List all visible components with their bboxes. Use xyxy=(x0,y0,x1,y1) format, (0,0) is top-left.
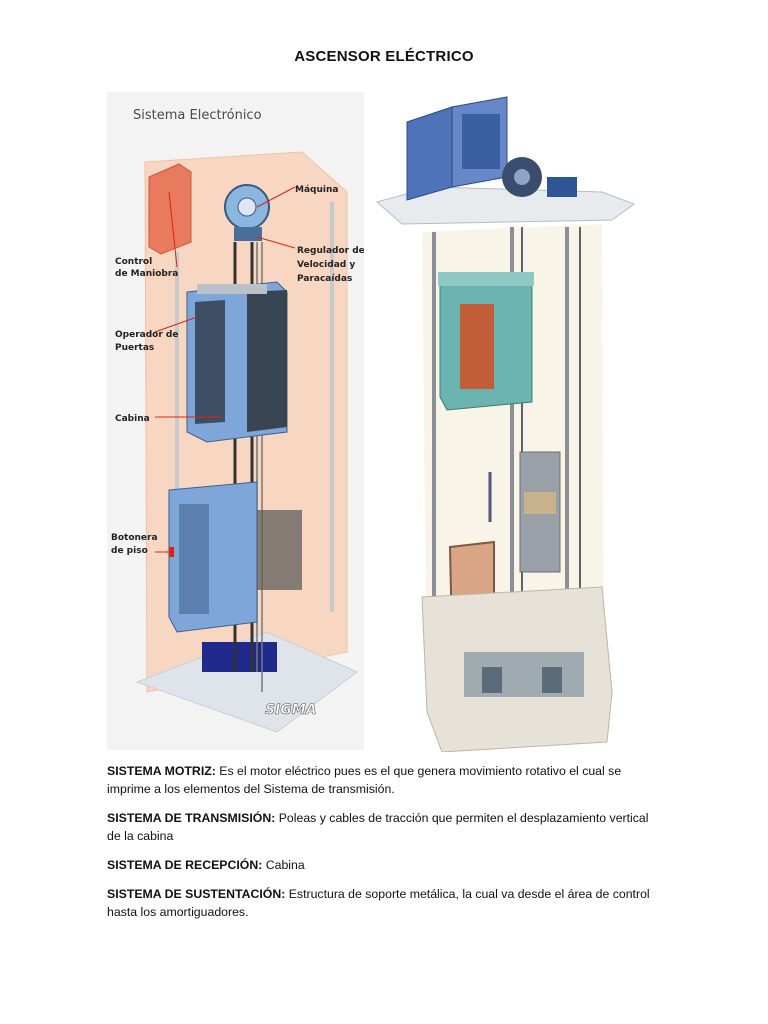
page-title: ASCENSOR ELÉCTRICO xyxy=(294,48,474,65)
buffer xyxy=(542,667,562,693)
machine-brake xyxy=(547,177,577,197)
desc-sistema-transmision: SISTEMA DE TRANSMISIÓN: Poleas y cables … xyxy=(107,809,667,845)
cabin-door-opening xyxy=(460,304,494,389)
desc-term: SISTEMA DE SUSTENTACIÓN: xyxy=(107,887,286,901)
label-cabina: Cabina xyxy=(115,414,150,424)
label-control-2: de Maniobra xyxy=(115,269,178,279)
desc-text: de la cabina xyxy=(107,829,174,843)
cabin-side xyxy=(247,290,287,432)
control-panel xyxy=(148,163,192,255)
desc-text: Es el motor eléctrico pues es el que gen… xyxy=(215,764,622,778)
desc-sistema-recepcion: SISTEMA DE RECEPCIÓN: Cabina xyxy=(107,856,667,874)
label-botonera-2: de piso xyxy=(111,546,148,556)
label-regulador-3: Paracaídas xyxy=(297,274,352,284)
landing-door-panel xyxy=(179,504,209,614)
floor-button-panel xyxy=(169,547,174,557)
label-regulador-1: Regulador de xyxy=(297,246,364,256)
cabinet-panel xyxy=(462,114,500,169)
desc-text: Estructura de soporte metálica, la cual … xyxy=(285,887,650,901)
label-line xyxy=(154,316,198,333)
buffer xyxy=(482,667,502,693)
label-operador-2: Puertas xyxy=(115,343,154,353)
desc-term: SISTEMA DE RECEPCIÓN: xyxy=(107,858,263,872)
label-regulador-2: Velocidad y xyxy=(297,260,355,270)
desc-text: Poleas y cables de tracción que permiten… xyxy=(275,811,649,825)
label-maquina: Máquina xyxy=(295,185,338,195)
label-control-1: Control xyxy=(115,257,152,267)
label-line xyxy=(168,191,178,268)
desc-term: SISTEMA MOTRIZ: xyxy=(107,764,216,778)
counterweight xyxy=(257,510,302,590)
label-line xyxy=(256,186,296,208)
cabin-roof xyxy=(438,272,534,286)
cabin-door xyxy=(195,300,225,424)
elevator-electronic-diagram: Sistema Electrónico xyxy=(107,92,364,750)
desc-text: imprime a los elementos del Sistema de t… xyxy=(107,782,395,796)
label-line xyxy=(256,236,296,249)
machine-pulley xyxy=(237,197,257,217)
pit-base xyxy=(202,642,277,672)
label-operador-1: Operador de xyxy=(115,330,178,340)
counterweight-block xyxy=(524,492,556,514)
desc-text: hasta los amortiguadores. xyxy=(107,905,249,919)
label-botonera-1: Botonera xyxy=(111,533,158,543)
machine-base xyxy=(234,227,262,241)
desc-sistema-sustentacion: SISTEMA DE SUSTENTACIÓN: Estructura de s… xyxy=(107,885,667,921)
desc-sistema-motriz: SISTEMA MOTRIZ: Es el motor eléctrico pu… xyxy=(107,762,667,798)
diagram-heading: Sistema Electrónico xyxy=(133,108,262,123)
elevator-cutaway-illustration xyxy=(372,92,638,752)
desc-text: Cabina xyxy=(262,858,305,872)
traction-sheave xyxy=(514,169,530,185)
desc-term: SISTEMA DE TRANSMISIÓN: xyxy=(107,811,276,825)
control-cabinet xyxy=(406,106,453,201)
sigma-logo: SIGMA xyxy=(265,702,317,718)
door-operator xyxy=(197,284,267,294)
